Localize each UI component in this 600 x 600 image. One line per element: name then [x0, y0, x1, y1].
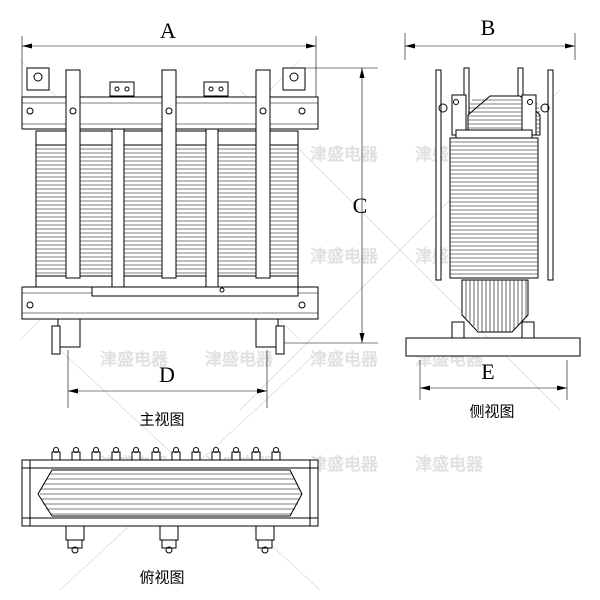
caption-top-view: 俯视图 [139, 569, 184, 587]
bolt-icon [26, 301, 34, 309]
bolt-icon [69, 107, 77, 115]
bolt-icon [298, 107, 306, 115]
watermark: 津盛电器 [310, 349, 379, 370]
mounting-foot [255, 318, 285, 355]
dimension-label-d: D [159, 362, 175, 387]
side-view: B [404, 15, 581, 421]
dimension-label-b: B [481, 15, 496, 40]
core-leg [111, 128, 125, 288]
watermark: 津盛电器 [205, 349, 274, 370]
front-view: A C [21, 18, 378, 429]
bolt-icon [453, 99, 459, 105]
side-base-plate [405, 337, 581, 357]
bolt-icon [298, 301, 306, 309]
bottom-studs [65, 525, 275, 554]
bolt-icon [219, 287, 225, 293]
terminal-block [282, 67, 306, 91]
caption-front-view: 主视图 [139, 411, 184, 429]
dimension-a: A [21, 18, 317, 100]
core-leg [205, 128, 219, 288]
watermark: 津盛电器 [310, 144, 379, 165]
watermark: 津盛电器 [310, 454, 379, 475]
watermark: 津盛电器 [310, 246, 379, 267]
dimension-d: D [67, 350, 268, 408]
caption-side-view: 侧视图 [469, 403, 514, 421]
bolt-icon [165, 107, 173, 115]
terminal-block [26, 67, 50, 91]
lead-bar [65, 69, 81, 279]
terminal-block [203, 81, 229, 97]
dimension-c: C [284, 67, 378, 344]
watermark: 津盛电器 [415, 454, 484, 475]
core-stack-bottom [461, 279, 529, 333]
dimension-label-c: C [353, 193, 368, 218]
terminal-block [109, 81, 135, 97]
lead-bar [255, 69, 271, 279]
side-coil [449, 137, 539, 279]
bolt-icon [438, 103, 448, 113]
top-view: 俯视图 [21, 447, 319, 587]
watermark: 津盛电器 [100, 349, 169, 370]
bolt-icon [26, 107, 34, 115]
dimension-e: E [419, 359, 568, 400]
dimension-b: B [404, 15, 576, 60]
bolt-icon [259, 107, 267, 115]
bolt-icon [540, 103, 550, 113]
terminal-studs [51, 447, 281, 461]
bolt-icon [527, 99, 533, 105]
lead-bar [161, 69, 177, 279]
dimension-label-e: E [481, 359, 494, 384]
mounting-foot [51, 318, 81, 355]
dimension-label-a: A [160, 18, 176, 43]
